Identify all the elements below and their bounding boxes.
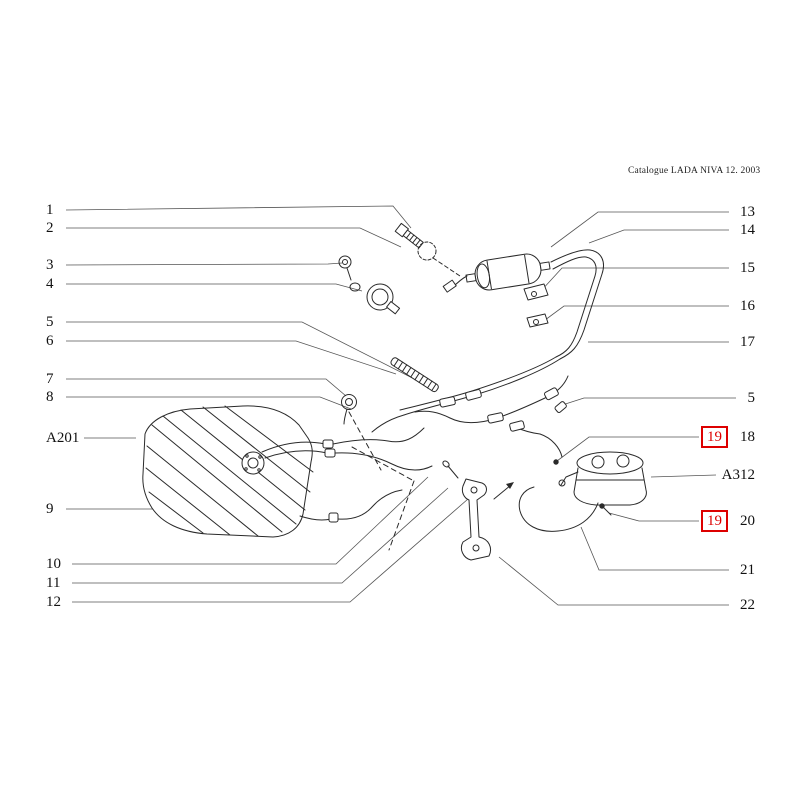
callout-19-highlight-top[interactable]: 19 — [701, 426, 728, 448]
callout-14: 14 — [740, 222, 755, 238]
fuel-pipes — [523, 249, 604, 360]
callout-a201: A201 — [46, 430, 80, 446]
direction-arrow — [493, 482, 514, 500]
tank-hoses — [261, 427, 433, 520]
callout-3: 3 — [46, 257, 54, 273]
callout-4: 4 — [46, 276, 54, 292]
leader-lines — [65, 205, 736, 606]
hose-cluster — [371, 356, 569, 458]
filter-inlet-hose — [442, 275, 468, 293]
callout-6: 6 — [46, 333, 54, 349]
callout-18: 18 — [740, 429, 755, 445]
ribbed-strap — [390, 357, 439, 393]
callout-5: 5 — [46, 314, 54, 330]
callout-7: 7 — [46, 371, 54, 387]
callout-13: 13 — [740, 204, 755, 220]
carburetor-hose — [518, 486, 599, 532]
callout-1: 1 — [46, 202, 54, 218]
callout-20: 20 — [740, 513, 755, 529]
mounting-bracket — [442, 460, 492, 561]
callout-a312: A312 — [721, 467, 755, 483]
callout-22: 22 — [740, 597, 755, 613]
callout-12: 12 — [46, 594, 61, 610]
callout-9: 9 — [46, 501, 54, 517]
construction-lines — [348, 411, 415, 551]
callout-5-right: 5 — [747, 390, 756, 406]
fuel-tank — [142, 405, 339, 538]
callout-16: 16 — [740, 298, 755, 314]
callout-17: 17 — [740, 334, 755, 350]
grommet-clamp-parts — [338, 255, 401, 315]
grommet-part — [341, 394, 357, 425]
callout-2: 2 — [46, 220, 54, 236]
callout-11: 11 — [46, 575, 61, 591]
callout-10: 10 — [46, 556, 61, 572]
callout-19-highlight-bottom[interactable]: 19 — [701, 510, 728, 532]
catalogue-title: Catalogue LADA NIVA 12. 2003 — [628, 166, 761, 176]
fuel-filter — [465, 253, 551, 291]
bolt-part — [394, 222, 461, 277]
callout-21: 21 — [740, 562, 755, 578]
carburetor — [553, 451, 647, 516]
callout-8: 8 — [46, 389, 54, 405]
callout-15: 15 — [740, 260, 755, 276]
